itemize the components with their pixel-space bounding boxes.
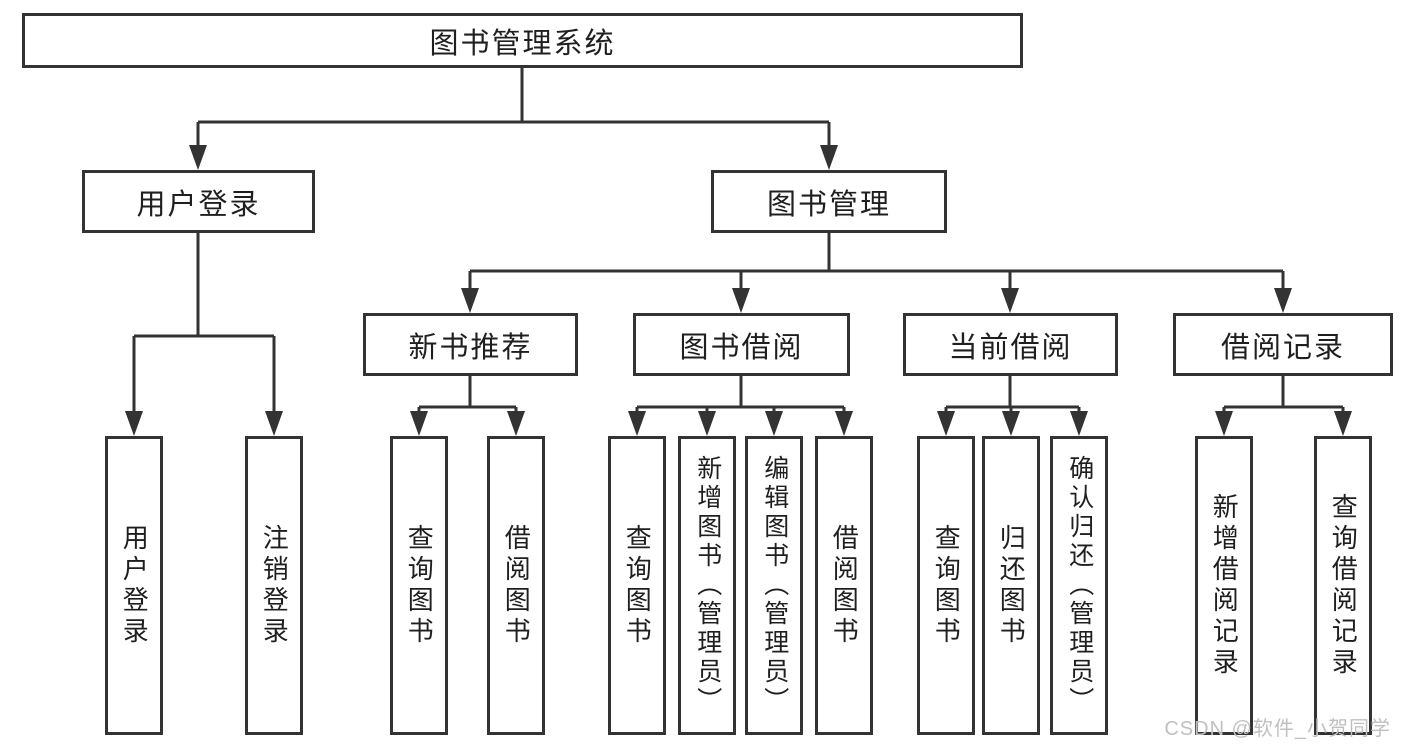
node-new-book-recommend: 新书推荐: [363, 313, 578, 376]
leaf-query-borrow-record: 查询借阅记录: [1314, 436, 1372, 735]
leaf-query-books-current: 查询图书: [917, 436, 975, 735]
node-new-book-recommend-label: 新书推荐: [408, 331, 533, 364]
leaf-query-books-borrow-label: 查询图书: [622, 523, 653, 648]
leaf-borrow-books-borrow-label: 借阅图书: [829, 523, 860, 648]
node-borrow-records: 借阅记录: [1173, 313, 1393, 376]
leaf-user-login-label: 用户登录: [119, 523, 150, 648]
node-user-login: 用户登录: [82, 170, 315, 233]
node-book-borrow-label: 图书借阅: [679, 331, 804, 364]
leaf-query-borrow-record-label: 查询借阅记录: [1328, 492, 1359, 679]
node-user-login-label: 用户登录: [136, 188, 261, 221]
leaf-query-books-borrow: 查询图书: [608, 436, 666, 735]
leaf-return-books: 归还图书: [982, 436, 1040, 735]
arrowhead-icons: [125, 145, 1352, 436]
leaf-logout-label: 注销登录: [259, 523, 290, 648]
csdn-watermark: CSDN @软件_小贺同学: [1164, 718, 1391, 740]
leaf-confirm-return-admin-label: 确认归还（管理员）: [1065, 455, 1094, 716]
leaf-borrow-books-recommend-label: 借阅图书: [501, 523, 532, 648]
node-borrow-records-label: 借阅记录: [1220, 331, 1345, 364]
leaf-add-borrow-record: 新增借阅记录: [1195, 436, 1253, 735]
node-root: 图书管理系统: [22, 13, 1023, 68]
node-book-management: 图书管理: [711, 170, 947, 233]
leaf-user-login: 用户登录: [105, 436, 163, 735]
leaf-add-borrow-record-label: 新增借阅记录: [1209, 492, 1240, 679]
leaf-confirm-return-admin: 确认归还（管理员）: [1050, 436, 1108, 735]
leaf-query-books-recommend-label: 查询图书: [404, 523, 435, 648]
leaf-return-books-label: 归还图书: [996, 523, 1027, 648]
node-root-label: 图书管理系统: [429, 27, 616, 60]
leaf-add-books-admin: 新增图书（管理员）: [678, 436, 736, 735]
leaf-edit-books-admin-label: 编辑图书（管理员）: [760, 455, 789, 716]
leaf-add-books-admin-label: 新增图书（管理员）: [693, 455, 722, 716]
node-current-borrow-label: 当前借阅: [948, 331, 1073, 364]
leaf-query-books-current-label: 查询图书: [931, 523, 962, 648]
leaf-edit-books-admin: 编辑图书（管理员）: [745, 436, 803, 735]
node-book-borrow: 图书借阅: [633, 313, 850, 376]
node-book-management-label: 图书管理: [766, 188, 891, 221]
leaf-borrow-books-recommend: 借阅图书: [487, 436, 545, 735]
node-current-borrow: 当前借阅: [903, 313, 1118, 376]
leaf-borrow-books-borrow: 借阅图书: [815, 436, 873, 735]
leaf-query-books-recommend: 查询图书: [390, 436, 448, 735]
leaf-logout: 注销登录: [245, 436, 303, 735]
